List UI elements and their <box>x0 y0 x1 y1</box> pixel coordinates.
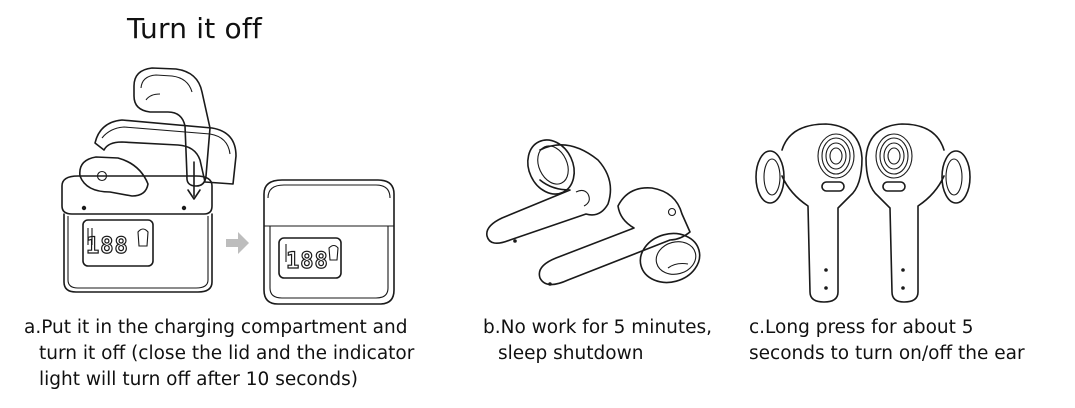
caption-b-line2: sleep shutdown <box>498 343 644 364</box>
earbuds-lying-illustration <box>485 139 701 286</box>
arrow-right-icon <box>226 232 249 254</box>
caption-step-b: b.No work for 5 minutes, sleep shutdown <box>483 315 712 367</box>
earbuds-fingerprint-illustration <box>755 123 971 303</box>
closed-charging-case-illustration: 188 <box>263 179 395 305</box>
caption-a-line1: a.Put it in the charging compartment and <box>24 317 408 338</box>
svg-text:188: 188 <box>86 234 129 259</box>
caption-step-a: a.Put it in the charging compartment and… <box>24 315 414 393</box>
caption-a-line3: light will turn off after 10 seconds) <box>39 369 359 390</box>
open-charging-case-illustration: 188 <box>61 67 237 293</box>
page-title: Turn it off <box>127 12 262 45</box>
caption-b-line1: b.No work for 5 minutes, <box>483 317 713 338</box>
caption-c-line1: c.Long press for about 5 <box>749 317 974 338</box>
caption-step-c: c.Long press for about 5 seconds to turn… <box>749 315 1025 367</box>
caption-c-line2: seconds to turn on/off the ear <box>749 343 1025 364</box>
caption-a-line2: turn it off (close the lid and the indic… <box>39 343 415 364</box>
svg-text:188: 188 <box>286 249 329 274</box>
